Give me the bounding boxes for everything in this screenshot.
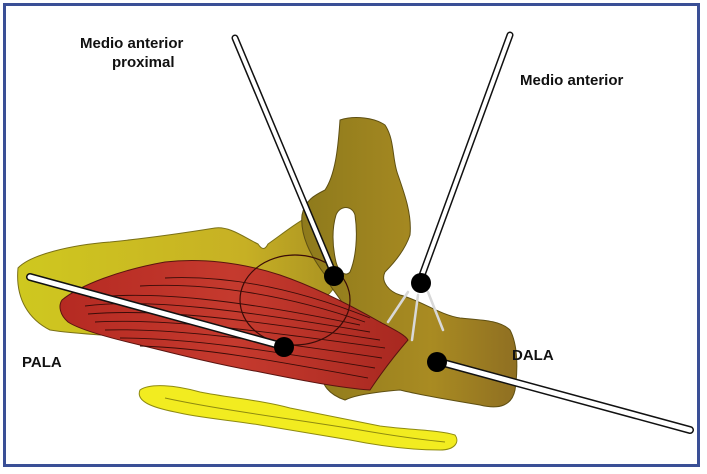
label-pala: PALA [22,353,62,372]
fat-pad-shape [139,386,457,450]
label-medio-anterior-proximal-line2: proximal [80,53,183,72]
portal-medio-anterior [411,35,510,293]
label-medio-anterior: Medio anterior [520,71,623,90]
talus-opening [333,208,356,275]
label-dala: DALA [512,346,554,365]
label-medio-anterior-proximal-line1: Medio anterior [80,34,183,53]
label-medio-anterior-proximal: Medio anterior proximal [80,34,183,72]
